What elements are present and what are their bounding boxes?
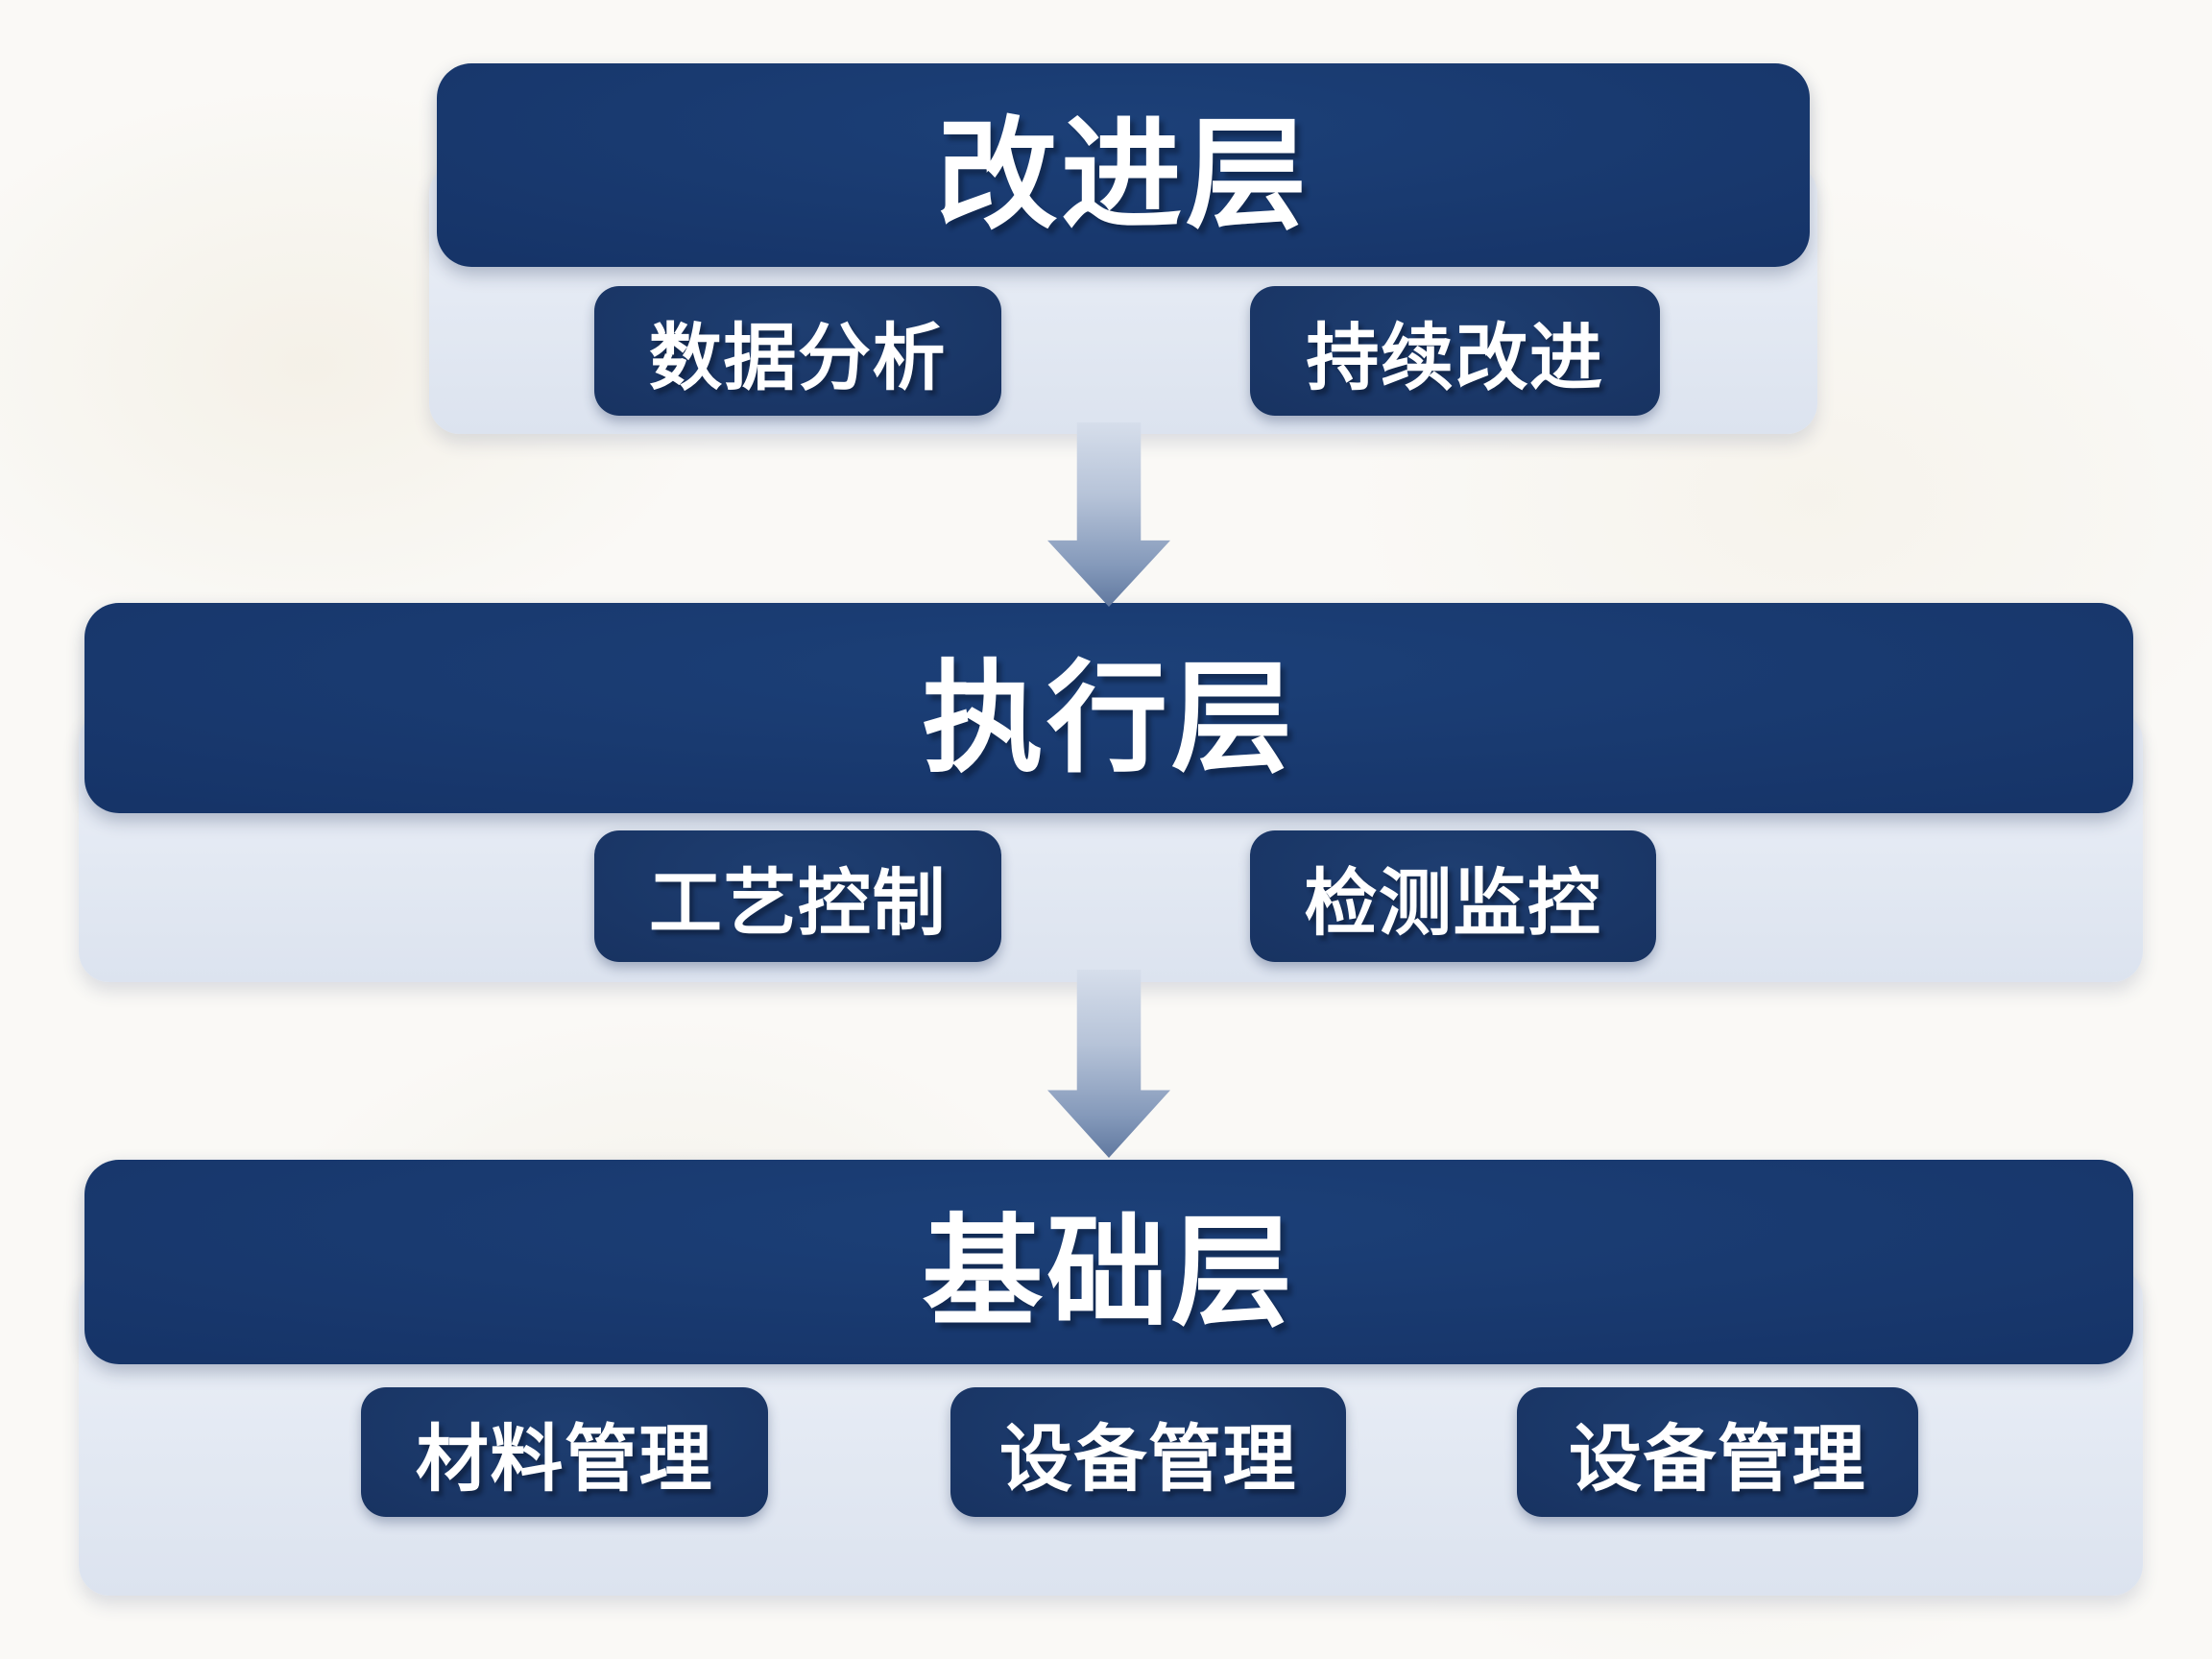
equipment-management-label-2: 设备管理 [1568,1418,1867,1501]
foundation-layer-title: 基础层 [922,1204,1296,1340]
equipment-management-label: 设备管理 [998,1418,1298,1501]
execution-layer-header: 执行层 [84,603,2133,813]
process-control-label: 工艺控制 [648,862,948,945]
material-management-box: 材料管理 [361,1387,768,1517]
inspection-monitoring-label: 检测监控 [1304,862,1602,945]
equipment-management-box-2: 设备管理 [1517,1387,1918,1517]
continuous-improvement-box: 持续改进 [1250,286,1660,416]
down-arrow-icon [1047,970,1170,1158]
data-analysis-label: 数据分析 [648,317,948,399]
inspection-monitoring-box: 检测监控 [1250,830,1656,962]
material-management-label: 材料管理 [415,1418,714,1501]
execution-layer-title: 执行层 [922,650,1296,786]
equipment-management-box: 设备管理 [950,1387,1346,1517]
data-analysis-box: 数据分析 [594,286,1001,416]
improvement-layer-header: 改进层 [437,63,1810,267]
improvement-layer-title: 改进层 [936,108,1310,243]
continuous-improvement-label: 持续改进 [1306,317,1604,399]
foundation-layer-header: 基础层 [84,1160,2133,1364]
process-control-box: 工艺控制 [594,830,1001,962]
down-arrow-icon [1047,422,1170,607]
